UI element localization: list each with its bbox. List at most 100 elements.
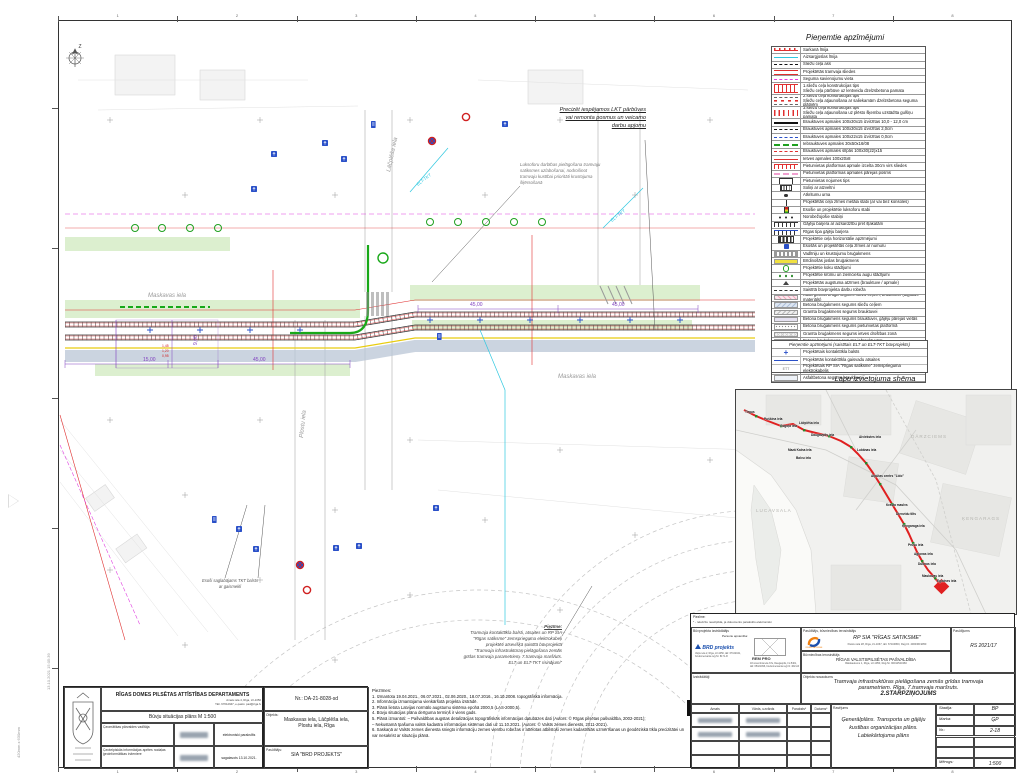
survey-cross: [407, 437, 413, 443]
object-name-cell: Objekta nosaukums Tramvaja infrastruktūr…: [801, 673, 1016, 704]
legend-row: Norobežojošie stabiņi: [772, 214, 925, 222]
developer-cell: Būvprojekta izstrādātājs Personu apvienī…: [691, 627, 801, 673]
object-value-2: Plostu iela, Rīga: [298, 723, 335, 729]
sign-arrow: [237, 526, 241, 531]
print-timestamp: 13.10.2021 15:05:39: [46, 653, 51, 690]
frame-tick: [296, 766, 298, 772]
street-name-label: Maskavas iela: [148, 293, 187, 299]
legend-label: Soliņi ar atzveltni: [801, 185, 835, 191]
blue-dash-symbol: [774, 136, 798, 138]
legend-row: Brauktuves apmales 100x30x15 izvirzītas …: [772, 119, 925, 127]
pavers-warn-symbol: [774, 258, 798, 264]
ruler-number: 6: [712, 769, 716, 774]
meta-value: [974, 736, 1016, 748]
legend-symbol-cell: [772, 148, 801, 155]
traffic-sign-no-stopping: [427, 136, 437, 146]
survey-cross: [107, 417, 113, 423]
street-name-label: Plostu iela: [299, 409, 308, 438]
elev-mark-symbol: [783, 281, 789, 286]
legend-row: Rīgas tipa gājēju barjera: [772, 228, 925, 237]
sig-cell: [811, 741, 831, 755]
map-street-label: Mazā Kalna iela: [788, 448, 812, 452]
red-thin-symbol: [774, 158, 798, 160]
legend-label: Granīta bruģakmens segums brauktuvei: [801, 309, 877, 315]
traffic-sign-no-stopping: [295, 560, 305, 570]
client-value: SIA "BRD PROJEKTS": [290, 752, 343, 758]
legend-symbol-cell: [772, 155, 801, 163]
work-bound-symbol: [774, 289, 798, 291]
contour-arcs: [184, 509, 760, 768]
client-addr: Kleistu iela 28, Rīga, LV-1067, tālr. 67…: [847, 643, 927, 646]
role2-cell: Ģeotelpiskās informācijas aprites nodaļa…: [101, 746, 174, 769]
legend-row: Ietves apmales 100x20x8: [772, 155, 925, 164]
meta-label: [936, 736, 974, 748]
frame-tick: [773, 16, 775, 22]
object-label: Objekts:: [266, 712, 279, 717]
survey-cross: [257, 417, 263, 423]
cross-street-lines: [294, 110, 641, 640]
sign-num-symbol: [783, 244, 789, 250]
client-header: Pasūtītājs, būvniecības ierosinātājs: [803, 628, 856, 633]
red-lines: [59, 227, 755, 641]
map-street-label: Gogoļa iela: [780, 424, 798, 428]
legend-row: Brauktuves apmales 100x30x15 izvirzītas …: [772, 126, 925, 135]
contact-post-symbol: [527, 317, 533, 323]
object-name-3: 2.STARPZIŅOJUMS: [880, 691, 937, 697]
shelter-symbol: [779, 178, 793, 184]
dept-header-cell: RĪGAS DOMES PILSĒTAS ATTĪSTĪBAS DEPARTAM…: [101, 687, 264, 711]
street-name-label: Maskavas iela: [558, 374, 597, 380]
legend-label: Esošās un projektētās ceļa zīmes ar numu…: [801, 244, 886, 249]
legend-symbol-cell: [772, 265, 801, 272]
cyan-annotation: ELT-TKT: [610, 208, 627, 223]
devs-cell: Izstrādātāji: [691, 673, 801, 704]
sign-arrow: [357, 543, 361, 548]
legend-label-line: Betona bruģakmens segums sliežu ceļiem: [803, 301, 882, 307]
frame-tick: [58, 766, 59, 772]
plan-decorations: [107, 112, 713, 663]
client-stamp-cell: Pasūtītājs, būvniecības ierosinātājs RĪG…: [801, 627, 951, 651]
legend-row: Saistītā būvprojekta darbu robeža: [772, 287, 925, 295]
hatch-crossing: [599, 285, 633, 305]
drawing-name-line: Labiekārtojuma plāns: [857, 733, 910, 740]
legend-symbol-cell: [772, 47, 801, 54]
contact-post-symbol: [147, 327, 153, 333]
legend-label-line: Rīgas tipa gājēju barjera: [803, 228, 849, 234]
cyan-line-symbol: [774, 56, 798, 58]
dimension-label: 45,00: [253, 357, 266, 363]
legend-row: Esošās un projektētās ceļa zīmes ar numu…: [772, 243, 925, 251]
legend-label-line2: Sliežu ceļa atjaunošana uz plēsto šķembu…: [803, 109, 913, 120]
legend-label: Projektētie koku stādījumi: [801, 265, 851, 271]
sign1-status: elektroniski parakstīts: [214, 723, 264, 746]
legend-symbol-cell: [772, 107, 801, 119]
frame-tick: [296, 16, 298, 22]
legend-label: Vadlīniju un krustojumu bruģakmens: [801, 251, 870, 257]
ruler-number: 5: [593, 13, 596, 18]
legend-label-line: Kaltā granīta bruģa segums sliežu ceļiem…: [803, 295, 918, 302]
legend-label-line: Ietves apmales 100x20x8: [803, 155, 851, 161]
legend-row: Sarkanā līnija: [772, 47, 925, 55]
legend-label-line: Aizsargjoslas līnija: [803, 54, 838, 59]
legend-row: Brauktuves apmales slīpās 100x30(22)x15: [772, 148, 925, 156]
client-cell: Pasūtītājs: SIA "BRD PROJEKTS": [264, 746, 369, 769]
contact-post-symbol: [247, 327, 253, 333]
developer-addr1: Vaļņu iela 2, Rīga, LV-1050, tālr. 67102…: [695, 652, 741, 658]
frame-tick: [535, 16, 536, 22]
sig-cell: [811, 727, 831, 741]
frame-tick: [58, 16, 59, 22]
signature-box: [754, 638, 786, 656]
tex-granite-road-symbol: [774, 309, 798, 315]
object-name-2: parametriem. Rīga, 7.tramvaja maršruts.: [858, 685, 959, 691]
legend-label: Rīgas tipa gājēju barjera: [801, 228, 849, 235]
drawing-name-cell: Rasējums Ģenerālplāns. Transporta un gāj…: [831, 704, 936, 769]
ruler-number: 7: [832, 13, 835, 18]
frame-tick: [535, 766, 536, 772]
map-street-label: Aglonas iela: [914, 552, 933, 556]
legend2-symbol-cell: ETT: [772, 365, 801, 372]
legend-title: Pieņemtie apzīmējumi: [805, 33, 885, 42]
frame-tick: [52, 108, 58, 109]
pavers-guide-symbol: [774, 251, 798, 257]
sig-cell: [739, 713, 787, 727]
devs-header: Izstrādātāji: [693, 674, 710, 679]
